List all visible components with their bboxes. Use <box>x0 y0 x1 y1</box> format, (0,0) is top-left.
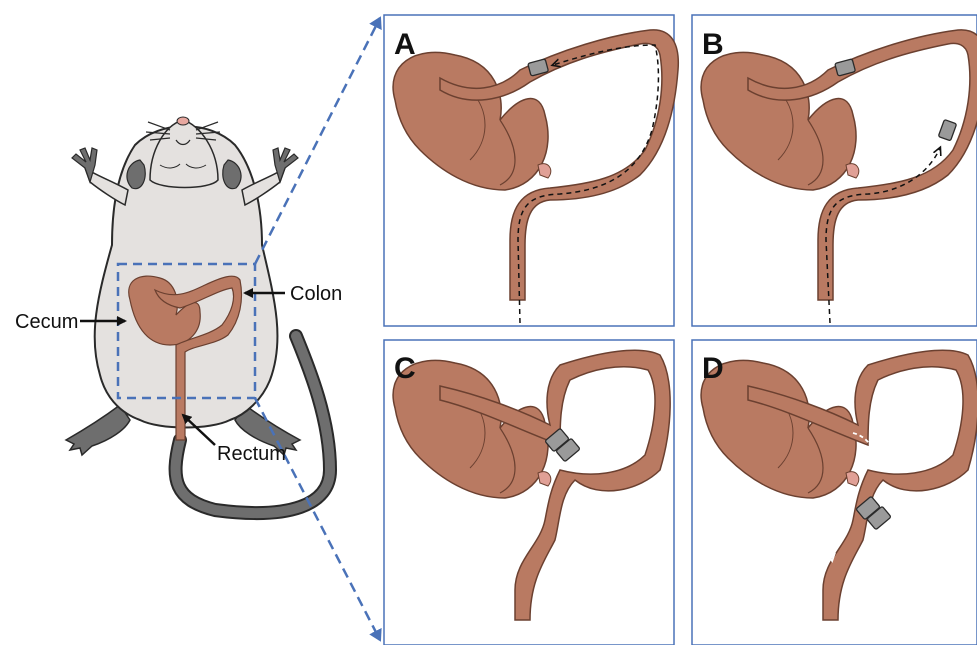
hind-foot-left <box>66 405 130 455</box>
label-colon: Colon <box>290 283 342 305</box>
panel-d-label: D <box>702 352 724 385</box>
panel-b: B <box>692 15 977 326</box>
label-cecum: Cecum <box>15 311 78 333</box>
panel-b-label: B <box>702 28 724 61</box>
label-rectum: Rectum <box>217 443 286 465</box>
panel-d: D <box>692 340 977 645</box>
zoom-line-top <box>255 18 380 264</box>
mouse-illustration <box>66 117 330 513</box>
panel-a: A <box>384 15 678 326</box>
panel-a-label: A <box>394 28 416 61</box>
panel-c-label: C <box>394 352 416 385</box>
panel-c: C <box>384 340 674 645</box>
mouse-nose <box>177 117 189 125</box>
